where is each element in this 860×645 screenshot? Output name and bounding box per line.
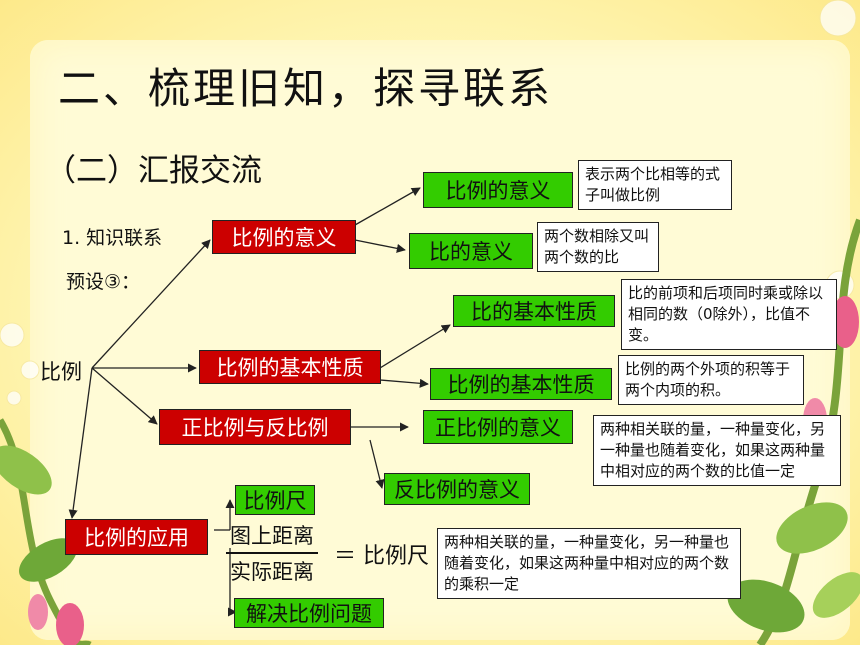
node-proportion-application: 比例的应用: [65, 519, 208, 555]
fraction-denominator: 实际距离: [230, 560, 314, 584]
node-l2-direct-meaning: 正比例的意义: [423, 410, 573, 444]
equals-sign: ＝: [334, 544, 357, 569]
note-inverse-proportion: 两种相关联的量，一种量变化，另一种量也随着变化，如果这两种量中相对应的两个数的乘…: [437, 528, 741, 599]
node-l2-ratio-meaning: 比的意义: [409, 233, 533, 269]
note-proportion-definition: 表示两个比相等的式子叫做比例: [578, 160, 732, 210]
note-ratio-property: 比的前项和后项同时乘或除以相同的数（0除外），比值不变。: [621, 279, 837, 350]
scale-result: 比例尺: [363, 544, 430, 569]
page-title: 二、梳理旧知，探寻联系: [58, 64, 554, 113]
preset-label: 预设③：: [66, 271, 141, 293]
fraction-numerator: 图上距离: [226, 520, 318, 554]
section-label: 1. 知识联系: [62, 227, 163, 249]
scale-equation: ＝ 比例尺: [334, 538, 429, 570]
section-subtitle: （二）汇报交流: [45, 153, 262, 189]
node-l2-solve: 解决比例问题: [234, 598, 384, 628]
scale-fraction: 图上距离 实际距离: [226, 520, 318, 586]
node-proportion-meaning: 比例的意义: [212, 220, 356, 254]
node-direct-inverse: 正比例与反比例: [159, 409, 351, 445]
node-l2-proportion-property: 比例的基本性质: [430, 368, 612, 400]
node-l2-inverse-meaning: 反比例的意义: [384, 473, 530, 505]
node-l2-ratio-property: 比的基本性质: [453, 295, 615, 327]
node-proportion-property: 比例的基本性质: [199, 350, 381, 384]
note-direct-proportion: 两种相关联的量，一种量变化，另一种量也随着变化，如果这两种量中相对应的两个数的比…: [593, 415, 841, 486]
note-proportion-property: 比例的两个外项的积等于两个内项的积。: [618, 355, 804, 405]
note-ratio-definition: 两个数相除又叫两个数的比: [537, 222, 659, 272]
root-node: 比例: [40, 360, 82, 384]
node-l2-proportion-meaning: 比例的意义: [423, 172, 573, 208]
node-l2-scale: 比例尺: [235, 485, 315, 515]
